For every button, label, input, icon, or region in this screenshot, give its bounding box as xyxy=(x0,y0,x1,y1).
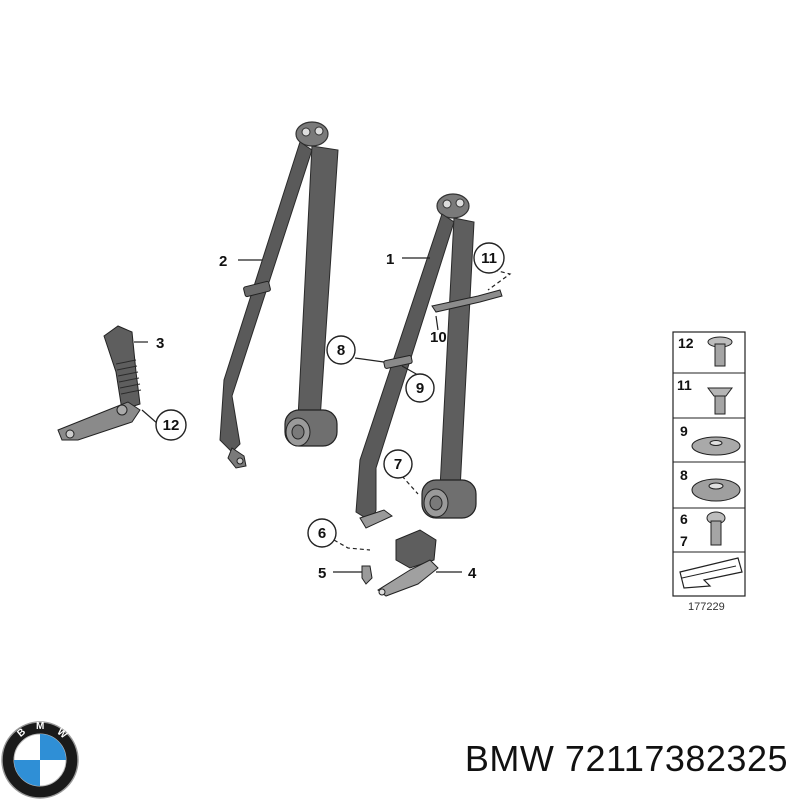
callout-11: 11 xyxy=(473,242,505,274)
svg-text:8: 8 xyxy=(337,342,345,359)
svg-text:6: 6 xyxy=(318,525,326,542)
svg-text:12: 12 xyxy=(163,417,180,434)
part-number-caption: BMW 72117382325 xyxy=(410,738,788,780)
svg-text:9: 9 xyxy=(416,380,424,397)
bmw-logo: B M W xyxy=(1,721,79,799)
callout-7: 7 xyxy=(383,449,413,479)
diagram-reference-number: 177229 xyxy=(688,601,725,613)
svg-text:5: 5 xyxy=(318,565,326,582)
svg-text:4: 4 xyxy=(468,565,477,582)
callout-8: 8 xyxy=(326,335,356,365)
callout-1: 1 xyxy=(386,251,394,268)
belt-buckle-left xyxy=(57,325,142,441)
legend-row-8: 8 xyxy=(680,467,741,502)
svg-text:9: 9 xyxy=(680,423,688,439)
legend-row-12: 12 xyxy=(678,335,733,367)
callout-4: 4 xyxy=(468,565,477,582)
belt-buckle-center xyxy=(361,529,439,597)
svg-text:1: 1 xyxy=(386,251,394,268)
callout-2: 2 xyxy=(219,253,227,270)
svg-text:6: 6 xyxy=(680,511,688,527)
belt-right-strap-inner xyxy=(439,217,475,491)
svg-text:7: 7 xyxy=(680,533,688,549)
svg-text:11: 11 xyxy=(481,250,497,267)
belt-left-retractor xyxy=(284,409,338,447)
part-number: 72117382325 xyxy=(564,738,788,779)
fastener-legend: 12 11 9 8 6 7 xyxy=(672,331,746,613)
svg-text:8: 8 xyxy=(680,467,688,483)
callout-10: 10 xyxy=(430,329,447,346)
seat-belt-left xyxy=(219,121,339,469)
svg-text:10: 10 xyxy=(430,329,447,346)
svg-text:7: 7 xyxy=(394,456,402,473)
legend-row-9: 9 xyxy=(680,423,741,456)
callout-9: 9 xyxy=(405,373,435,403)
callout-12: 12 xyxy=(155,409,187,441)
leader-lines xyxy=(134,257,512,573)
callout-3: 3 xyxy=(156,335,164,352)
legend-row-6-7: 6 7 xyxy=(680,511,726,549)
belt-left-strap-inner xyxy=(297,145,339,421)
svg-text:M: M xyxy=(36,721,44,732)
callout-6: 6 xyxy=(307,518,337,548)
legend-row-11: 11 xyxy=(677,377,733,415)
svg-text:12: 12 xyxy=(678,335,694,351)
belt-left-strap-outer xyxy=(219,141,313,453)
arrow-icon xyxy=(679,557,743,589)
svg-text:3: 3 xyxy=(156,335,164,352)
brand-name: BMW xyxy=(464,738,555,779)
belt-right-retractor xyxy=(421,479,477,519)
svg-text:11: 11 xyxy=(677,377,692,393)
callout-5: 5 xyxy=(318,565,326,582)
svg-text:2: 2 xyxy=(219,253,227,270)
